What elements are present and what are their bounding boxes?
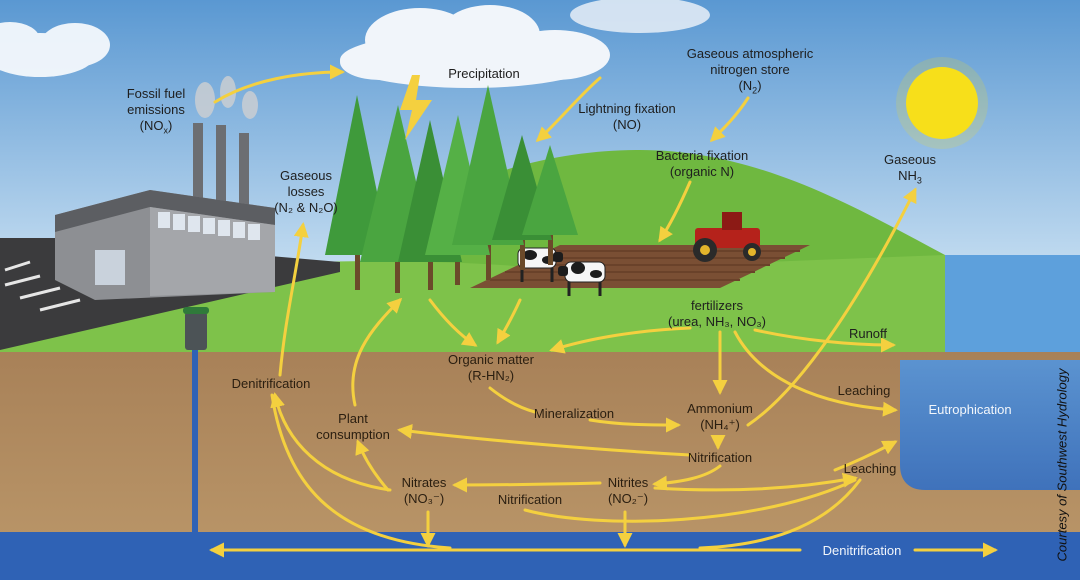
- label-bacteria-fixation: Bacteria fixation (organic N): [655, 148, 749, 179]
- arrow-nitrif-to-plant: [397, 424, 692, 457]
- label-nitrites: Nitrites (NO₂⁻): [607, 475, 649, 506]
- factory: [55, 76, 275, 300]
- label-denitrification-bottom: Denitrification: [822, 543, 902, 558]
- cycle-arrows: [209, 64, 998, 558]
- label-leaching-bottom: Leaching: [843, 461, 897, 476]
- label-denitrification-left: Denitrification: [231, 376, 311, 391]
- arrow-bacteria-to-field: [658, 180, 692, 243]
- label-ammonium: Ammonium (NH₄⁺): [687, 401, 753, 432]
- trash-bin: [183, 307, 209, 350]
- label-plant-consumption: Plant consumption: [316, 411, 390, 442]
- cloud-center: [340, 5, 610, 88]
- cloud-right: [570, 0, 710, 33]
- label-organic-matter: Organic matter (R-HN₂): [448, 352, 534, 383]
- arrow-trees-to-organic: [428, 298, 478, 347]
- label-nitrification-bottom: Nitrification: [497, 492, 563, 507]
- parking-lines: [4, 260, 81, 312]
- arrow-nitrates-to-plant: [355, 439, 390, 492]
- label-nitrification-right: Nitrification: [687, 450, 753, 465]
- label-leaching-top: Leaching: [837, 383, 891, 398]
- arrow-ammonium-to-nh3: [746, 187, 917, 427]
- label-nitrates: Nitrates (NO₃⁻): [401, 475, 447, 506]
- arrow-plant-to-trees: [351, 297, 403, 407]
- label-fertilizers: fertilizers (urea, NH₃, NO₃): [668, 298, 766, 329]
- label-runoff: Runoff: [848, 326, 888, 341]
- cow-2: [558, 261, 606, 296]
- well-pipe: [192, 345, 198, 535]
- label-gaseous-nh3: Gaseous NH3: [883, 152, 937, 186]
- arrow-fossil-to-cloud: [213, 64, 345, 104]
- arrow-nitrates-to-denit: [270, 392, 392, 492]
- image-credit: Courtesy of Southwest Hydrology: [1054, 368, 1070, 562]
- arrow-loop-to-denit: [270, 393, 452, 550]
- arrow-atmos-to-lightning: [535, 76, 602, 143]
- arrow-lower-loop: [523, 478, 857, 523]
- arrow-groundwater-to-leaching: [698, 478, 862, 550]
- sea-surface: [945, 255, 1080, 365]
- arrow-cows-to-organic: [496, 298, 522, 345]
- cow-1: [517, 247, 563, 282]
- label-lightning-fixation: Lightning fixation (NO): [578, 101, 676, 132]
- arrow-fert-to-runoff: [753, 328, 896, 353]
- label-eutrophication: Eutrophication: [928, 402, 1012, 417]
- arrow-nitrites-to-nitrates: [452, 477, 602, 493]
- arrow-organic-to-mineral: [488, 386, 537, 414]
- cloud-left: [0, 22, 110, 77]
- lightning-bolt: [400, 75, 432, 140]
- arrow-nitrites-to-leaching: [653, 472, 858, 492]
- field-furrows: [490, 250, 800, 281]
- arrow-denit-to-gaseous: [278, 222, 309, 377]
- sun: [906, 67, 978, 139]
- groundwater: [0, 532, 1080, 580]
- tractor: [693, 212, 761, 262]
- label-precipitation: Precipitation: [448, 66, 520, 81]
- arrow-leaching-to-eutro: [833, 440, 898, 472]
- label-atmospheric-nitrogen: Gaseous atmospheric nitrogen store (N2): [686, 46, 814, 96]
- water-body: [900, 360, 1080, 490]
- label-fossil-fuel: Fossil fuel emissions (NOx): [126, 86, 186, 136]
- arrow-mineral-to-ammonium: [588, 417, 681, 433]
- arrow-atmos-to-bacteria: [709, 96, 750, 143]
- arrow-fert-to-leaching: [733, 330, 898, 417]
- forest: [325, 85, 578, 293]
- label-gaseous-losses: Gaseous losses (N₂ & N₂O): [274, 168, 338, 215]
- label-mineralization: Mineralization: [533, 406, 615, 421]
- arrow-nitrif-to-nitrites: [652, 464, 722, 491]
- arrow-fert-to-organic: [549, 326, 692, 354]
